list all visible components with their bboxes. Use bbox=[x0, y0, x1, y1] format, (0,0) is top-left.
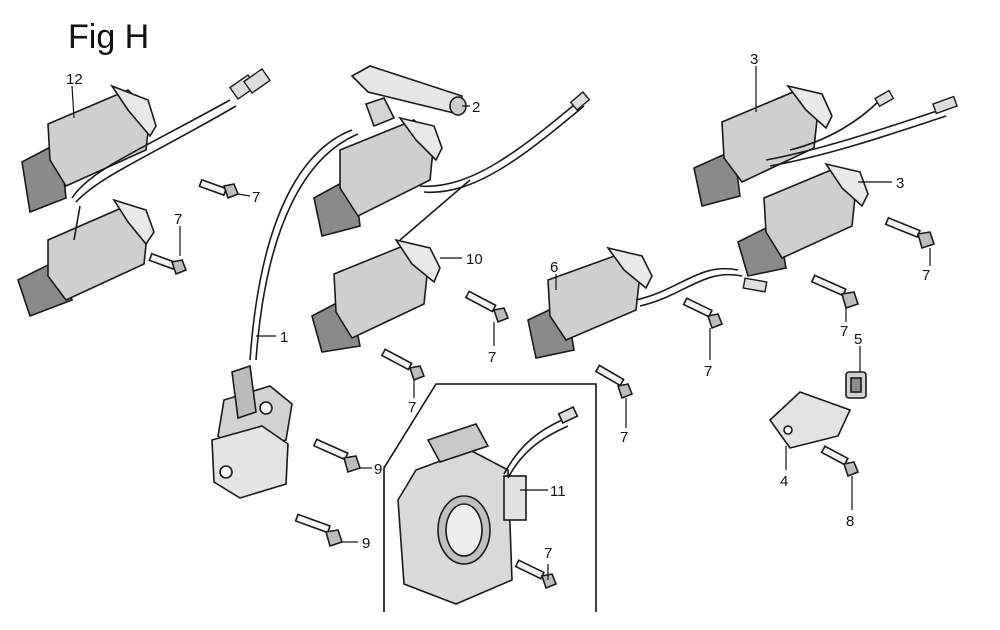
callout-7-i: 7 bbox=[840, 323, 848, 340]
figure-title: Fig H bbox=[68, 18, 150, 56]
coil-upper-center bbox=[313, 116, 443, 237]
bolt-9-b bbox=[294, 513, 344, 548]
lead-wire-1 bbox=[249, 129, 359, 361]
callout-7-a: 7 bbox=[252, 189, 260, 206]
bolt-7-g bbox=[594, 364, 634, 400]
callout-7-f: 7 bbox=[704, 363, 712, 380]
bolt-7-f bbox=[682, 297, 724, 330]
callout-10: 10 bbox=[466, 251, 483, 268]
callout-7-e: 7 bbox=[544, 545, 552, 562]
callout-9-a: 9 bbox=[374, 461, 382, 478]
callout-7-h: 7 bbox=[922, 267, 930, 284]
callout-labels: 12 7 7 2 1 10 7 7 9 9 11 7 6 7 7 3 3 7 7… bbox=[66, 51, 930, 562]
coil-12-upper bbox=[21, 84, 157, 214]
coil-3-upper bbox=[693, 84, 833, 207]
callout-1: 1 bbox=[280, 329, 288, 346]
plug-cap-2 bbox=[350, 65, 467, 128]
bolt-7-c bbox=[464, 290, 510, 324]
callout-8: 8 bbox=[846, 513, 854, 530]
callout-7-g: 7 bbox=[620, 429, 628, 446]
bolt-7-e bbox=[514, 559, 558, 590]
callout-7-d: 7 bbox=[408, 399, 416, 416]
callout-6: 6 bbox=[550, 259, 558, 276]
coil-12-lower bbox=[17, 198, 155, 318]
bolt-7-h bbox=[884, 216, 936, 250]
pulser-coil-11 bbox=[397, 406, 579, 605]
bolt-7-a bbox=[198, 178, 240, 200]
bracket-4 bbox=[768, 391, 852, 449]
bolt-7-b bbox=[148, 252, 188, 276]
leader-lines bbox=[71, 66, 931, 580]
coil-3-lower bbox=[737, 162, 869, 277]
wire-upper-center bbox=[399, 91, 591, 241]
callout-12: 12 bbox=[66, 71, 83, 88]
callout-3-a: 3 bbox=[750, 51, 758, 68]
ignition-coil-1 bbox=[211, 364, 293, 499]
callout-4: 4 bbox=[780, 473, 788, 490]
wire-3-upper bbox=[765, 89, 958, 167]
bolt-8 bbox=[820, 445, 860, 478]
callout-3-b: 3 bbox=[896, 175, 904, 192]
wire-6 bbox=[635, 267, 768, 307]
grommet-5 bbox=[845, 371, 867, 399]
bolt-7-i bbox=[810, 274, 860, 310]
detail-box-11 bbox=[383, 383, 597, 612]
bolt-9-a bbox=[312, 438, 362, 474]
coil-6 bbox=[527, 246, 653, 359]
wire-12 bbox=[71, 67, 272, 241]
callout-9-b: 9 bbox=[362, 535, 370, 552]
callout-5: 5 bbox=[854, 331, 862, 348]
bolt-7-d bbox=[380, 348, 426, 382]
coil-10 bbox=[311, 238, 441, 353]
callout-11: 11 bbox=[550, 483, 566, 500]
callout-7-c: 7 bbox=[488, 349, 496, 366]
callout-2: 2 bbox=[472, 99, 480, 116]
callout-7-b: 7 bbox=[174, 211, 182, 228]
